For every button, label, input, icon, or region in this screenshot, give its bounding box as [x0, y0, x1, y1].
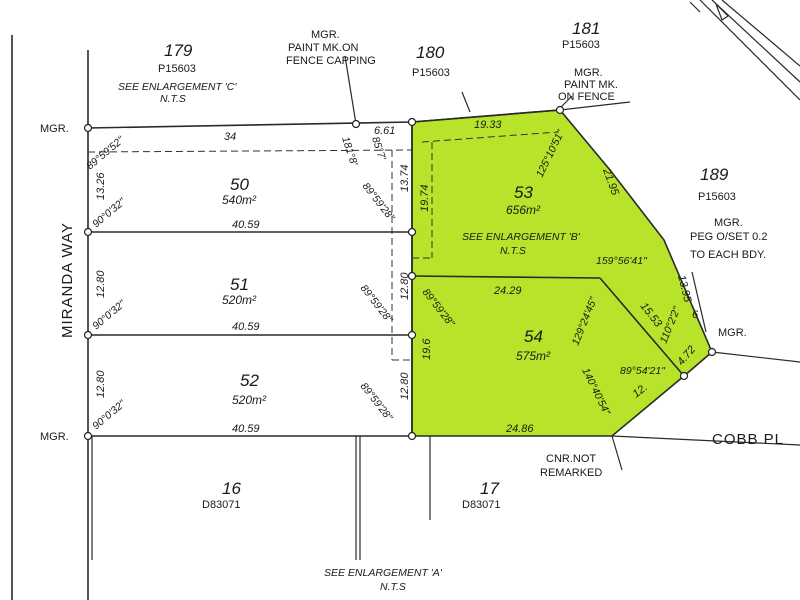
- svg-text:MGR.: MGR.: [311, 29, 340, 41]
- lot-50-area: 540m²: [222, 193, 257, 207]
- angle-181-8: 181°8': [339, 135, 360, 168]
- see-enlargement-a-nts: N.T.S: [380, 581, 406, 593]
- svg-text:CNR.NOT: CNR.NOT: [546, 453, 596, 465]
- dashed-lines: [87, 131, 559, 361]
- svg-text:ON FENCE: ON FENCE: [558, 91, 615, 103]
- see-enlargement-b: SEE ENLARGEMENT 'B': [462, 231, 581, 243]
- dim-19-6: 19.6: [421, 338, 433, 360]
- road-name-miranda-way: MIRANDA WAY: [59, 222, 76, 338]
- dim-24-29: 24.29: [493, 285, 522, 297]
- lot-16-number: 16: [222, 479, 241, 498]
- svg-text:PAINT MK.ON: PAINT MK.ON: [288, 42, 359, 54]
- dim-12-80-lot51: 12.80: [95, 270, 107, 298]
- svg-text:MGR.: MGR.: [574, 67, 603, 79]
- see-enlargement-c: SEE ENLARGEMENT 'C': [118, 81, 237, 93]
- lot-53-area: 656m²: [506, 203, 541, 217]
- angle-159-56-41: 159°56'41": [596, 255, 648, 267]
- lot-17-plan: D83071: [462, 499, 501, 511]
- lot-180-number: 180: [416, 43, 445, 62]
- dim-13-74: 13.74: [399, 164, 411, 192]
- lot-54-area: 575m²: [516, 349, 551, 363]
- lot-17-number: 17: [480, 479, 499, 498]
- dim-12-80-right-51: 12.80: [399, 272, 411, 300]
- svg-text:TO EACH BDY.: TO EACH BDY.: [690, 249, 766, 261]
- lot-53-number: 53: [514, 183, 533, 202]
- mgr-label-top-left: MGR.: [40, 123, 69, 135]
- svg-text:REMARKED: REMARKED: [540, 467, 602, 479]
- lot-52-area: 520m²: [232, 393, 267, 407]
- svg-text:MGR.: MGR.: [714, 217, 743, 229]
- note-corner-not-remarked: CNR.NOT REMARKED: [540, 453, 602, 479]
- lot-189-number: 189: [700, 165, 729, 184]
- dim-6-61: 6.61: [374, 125, 395, 137]
- angle-90-0-32-lot52: 90°0'32": [90, 397, 129, 432]
- dim-34: 34: [224, 131, 236, 143]
- lot-181-plan: P15603: [562, 39, 600, 51]
- dim-13-26: 13.26: [95, 172, 107, 200]
- angle-89-59-28-lot52: 89°59'28": [358, 380, 396, 424]
- lot-179-number: 179: [164, 41, 193, 60]
- lot-52-number: 52: [240, 371, 259, 390]
- road-name-cobb-pl: COBB PL: [712, 431, 784, 448]
- svg-text:FENCE CAPPING: FENCE CAPPING: [286, 55, 376, 67]
- note-paint-mark-fence-capping: MGR. PAINT MK.ON FENCE CAPPING: [286, 29, 376, 67]
- note-peg-offset: MGR. PEG O/SET 0.2 TO EACH BDY.: [690, 217, 767, 261]
- angle-89-59-28-lot51: 89°59'28": [358, 282, 396, 326]
- note-paint-mark-fence: MGR. PAINT MK. ON FENCE: [558, 67, 618, 103]
- dim-40-59-top: 40.59: [232, 219, 260, 231]
- dim-19-74: 19.74: [419, 184, 431, 212]
- lot-180-plan: P15603: [412, 67, 450, 79]
- angle-89-59-52: 89°59'52": [84, 133, 127, 172]
- see-enlargement-a: SEE ENLARGEMENT 'A': [324, 567, 443, 579]
- lot-51-area: 520m²: [222, 293, 257, 307]
- see-enlargement-c-nts: N.T.S: [160, 93, 186, 105]
- lot-181-number: 181: [572, 19, 600, 38]
- svg-text:PAINT MK.: PAINT MK.: [564, 79, 618, 91]
- lot-54-number: 54: [524, 327, 543, 346]
- dim-12-80-lot52: 12.80: [95, 370, 107, 398]
- angle-90-0-32-lot51: 90°0'32": [90, 297, 129, 332]
- lot-179-plan: P15603: [158, 63, 196, 75]
- dim-40-59-bottom: 40.59: [232, 423, 260, 435]
- highlighted-lots-53-54: [411, 109, 713, 437]
- corner-scribble: [689, 0, 800, 101]
- lot-boundaries: [87, 50, 800, 600]
- lot-16-plan: D83071: [202, 499, 241, 511]
- lot-50-number: 50: [230, 175, 249, 194]
- survey-marks: [83, 105, 717, 441]
- angle-85-7: 85°7': [369, 135, 388, 162]
- see-enlargement-b-nts: N.T.S: [500, 245, 526, 257]
- dim-12-80-right-52: 12.80: [399, 372, 411, 400]
- dim-40-59-mid: 40.59: [232, 321, 260, 333]
- svg-text:PEG O/SET 0.2: PEG O/SET 0.2: [690, 231, 767, 243]
- dim-19-33: 19.33: [474, 119, 502, 131]
- dim-6: 6: [692, 309, 699, 321]
- lot-189-plan: P15603: [698, 191, 736, 203]
- dim-24-86: 24.86: [505, 423, 534, 435]
- lot-51-number: 51: [230, 275, 249, 294]
- mgr-label-bottom-left: MGR.: [40, 431, 69, 443]
- angle-89-54-21: 89°54'21": [620, 365, 666, 377]
- mgr-label-right: MGR.: [718, 327, 747, 339]
